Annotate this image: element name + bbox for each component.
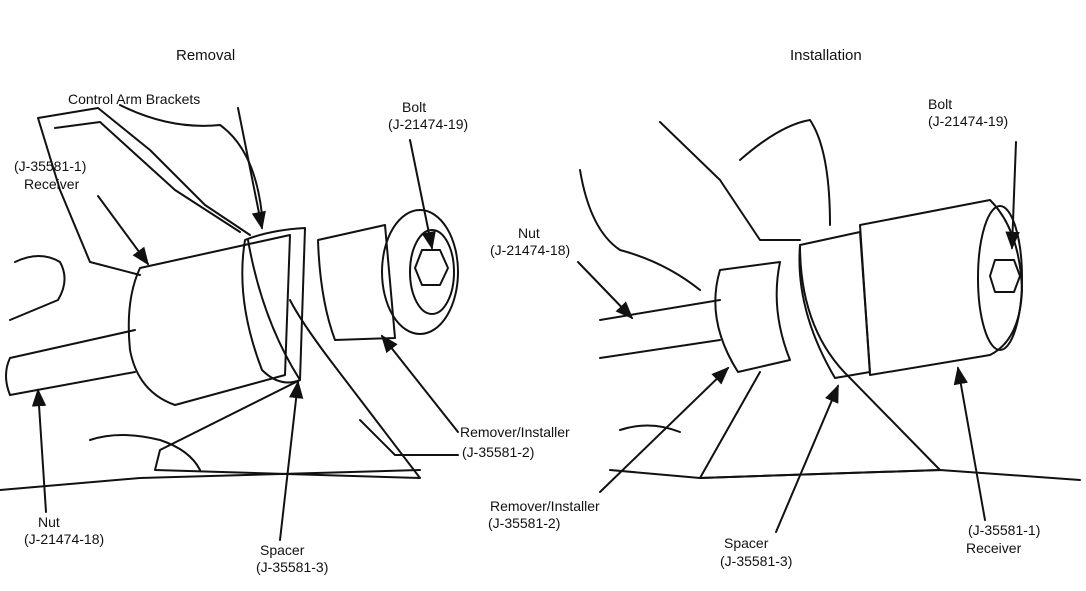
removal-label-receiver-part: (J-35581-1) <box>14 158 87 174</box>
removal-leader-receiver <box>97 195 150 266</box>
removal-label-remover-name: Remover/Installer <box>460 424 570 440</box>
installation-leader-spacer <box>775 384 839 533</box>
removal-label-control-arm-brackets: Control Arm Brackets <box>68 91 201 107</box>
removal-bolt-head <box>414 249 449 286</box>
removal-bracket <box>154 239 421 479</box>
installation-label-receiver-name: Receiver <box>966 540 1022 556</box>
installation-strut <box>739 119 831 226</box>
installation-control-arm <box>579 121 801 291</box>
installation-shaft <box>599 299 721 359</box>
installation-label-bolt-part: (J-21474-19) <box>928 113 1009 129</box>
installation-bracket <box>699 244 941 479</box>
installation-label-remover-name: Remover/Installer <box>490 498 600 514</box>
installation-leaders <box>577 141 1020 533</box>
removal-leader-control-arm <box>237 107 266 230</box>
removal-leader-bolt <box>409 139 436 250</box>
removal-label-bolt-part: (J-21474-19) <box>388 116 469 132</box>
installation-label-bolt-name: Bolt <box>928 96 953 112</box>
removal-bolt-cup-inner <box>409 229 455 315</box>
removal-strut <box>119 104 263 216</box>
removal-leader-remover <box>380 334 459 433</box>
removal-label-spacer-part: (J-35581-3) <box>256 559 329 575</box>
removal-label-nut-part: (J-21474-18) <box>24 531 105 547</box>
installation-label-spacer-name: Spacer <box>724 535 769 551</box>
installation-label-remover-part: (J-35581-2) <box>488 515 561 531</box>
installation-title: Installation <box>790 47 862 64</box>
installation-illustration <box>579 119 1081 481</box>
removal-control-arm <box>37 107 251 276</box>
installation-label-nut-part: (J-21474-18) <box>490 242 571 258</box>
removal-remover-body <box>317 224 396 341</box>
removal-base <box>0 434 421 491</box>
removal-bolt-cup <box>381 209 459 335</box>
removal-label-remover-part: (J-35581-2) <box>462 444 535 460</box>
installation-leader-remover <box>599 366 730 493</box>
installation-label-spacer-part: (J-35581-3) <box>720 553 793 569</box>
removal-spacer <box>241 227 306 384</box>
removal-title: Removal <box>176 47 236 64</box>
removal-leaders <box>31 107 459 541</box>
installation-spacer <box>798 231 871 379</box>
removal-leader-remover-2 <box>359 419 459 456</box>
installation-leader-receiver <box>953 366 986 521</box>
removal-leader-spacer <box>279 380 304 541</box>
removal-control-arm-inner <box>54 121 241 233</box>
removal-shaft <box>5 329 136 396</box>
removal-label-receiver-name: Receiver <box>24 176 80 192</box>
installation-receiver-face <box>977 205 1023 351</box>
installation-label-receiver-part: (J-35581-1) <box>968 522 1041 538</box>
removal-label-spacer-name: Spacer <box>260 542 305 558</box>
removal-arm-lower <box>9 255 66 321</box>
removal-label-bolt-name: Bolt <box>402 99 427 115</box>
removal-leader-nut <box>31 388 47 513</box>
installation-bolt-head <box>989 259 1021 293</box>
removal-receiver <box>127 234 291 406</box>
installation-remover <box>714 261 791 373</box>
installation-base <box>609 424 1081 481</box>
removal-label-nut-name: Nut <box>38 514 60 530</box>
installation-label-nut-name: Nut <box>518 225 540 241</box>
installation-leader-bolt <box>1005 141 1020 250</box>
installation-leader-nut <box>577 261 634 320</box>
removal-illustration <box>0 104 459 491</box>
